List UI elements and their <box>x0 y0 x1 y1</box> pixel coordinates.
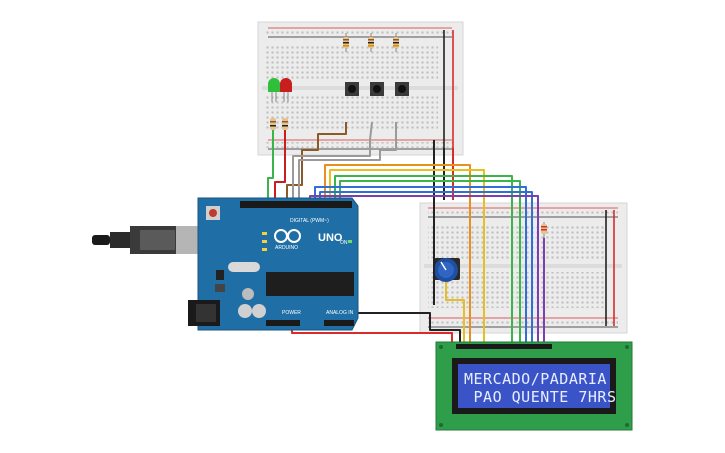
resistor-icon <box>393 33 399 52</box>
push-button-icon[interactable] <box>370 82 384 96</box>
push-button-icon[interactable] <box>345 82 359 96</box>
wires <box>267 121 545 345</box>
lcd-line-1: MERCADO/PADARIA <box>464 370 607 388</box>
arduino-logo <box>274 229 301 243</box>
resistor-icon <box>282 118 288 130</box>
power-label: POWER <box>282 310 301 316</box>
uno-label: UNO <box>318 232 343 244</box>
lcd-screen <box>458 364 610 408</box>
resistor-icon <box>368 33 374 52</box>
resistor-icon <box>343 33 349 52</box>
arduino-brand: ARDUINO <box>275 245 298 251</box>
resistor-icon <box>541 222 547 238</box>
lcd-module: MERCADO/PADARIA PAO QUENTE 7HRS <box>435 341 633 431</box>
top-breadboard <box>257 21 464 156</box>
analog-label: ANALOG IN <box>326 310 354 316</box>
digital-label: DIGITAL (PWM~) <box>290 218 329 224</box>
push-button-icon[interactable] <box>395 82 409 96</box>
potentiometer-icon[interactable] <box>434 258 460 282</box>
usb-connector-icon <box>92 226 202 254</box>
on-label: ON <box>340 240 348 246</box>
led-icon <box>268 78 280 102</box>
led-icon <box>280 78 292 102</box>
lcd-line-2: PAO QUENTE 7HRS <box>464 388 617 406</box>
resistor-icon <box>270 118 276 130</box>
arduino-uno-board: DIGITAL (PWM~) ARDUINO UNO ON P <box>92 197 359 331</box>
dc-power-jack-icon <box>188 300 220 326</box>
